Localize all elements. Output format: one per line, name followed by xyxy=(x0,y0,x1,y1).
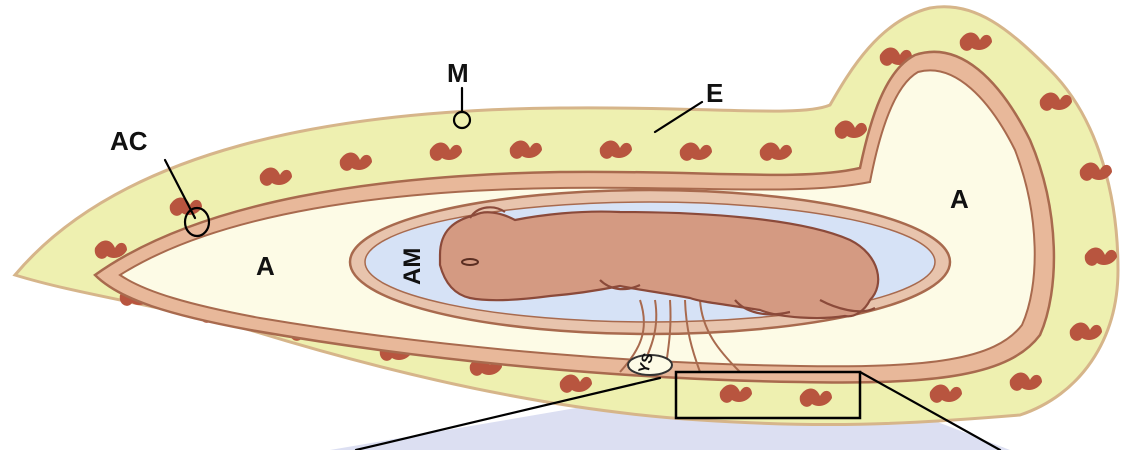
label-a-right: A xyxy=(950,184,969,214)
label-am: AM xyxy=(399,248,426,285)
label-ac: AC xyxy=(110,126,148,156)
label-m: M xyxy=(447,58,469,88)
label-a-left: A xyxy=(256,251,275,281)
label-e: E xyxy=(706,78,723,108)
